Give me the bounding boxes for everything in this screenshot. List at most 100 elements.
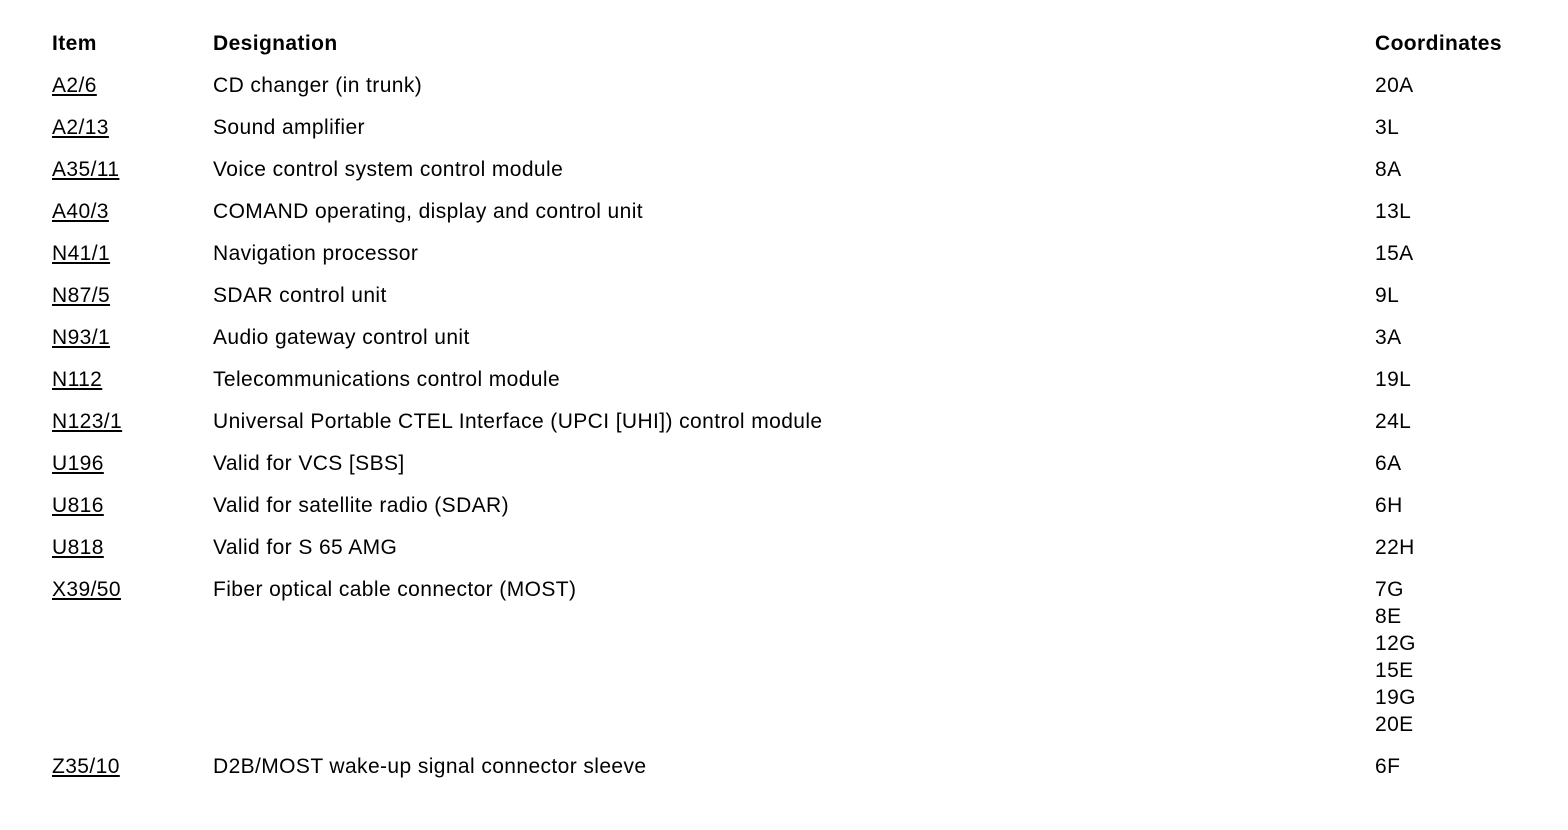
designation-cell: D2B/MOST wake-up signal connector sleeve [213,753,1375,795]
coordinate-value: 24L [1375,410,1412,433]
item-link[interactable]: N123/1 [52,410,123,433]
header-row: Item Designation Coordinates [52,30,1538,72]
coordinate-value: 19L [1375,368,1412,391]
designation-text: D2B/MOST wake-up signal connector sleeve [213,755,647,778]
coordinate-value: 22H [1375,536,1415,559]
column-header-designation: Designation [213,32,338,55]
coordinate-value: 13L [1375,200,1412,223]
item-link[interactable]: Z35/10 [52,755,120,778]
designation-cell: Navigation processor [213,240,1375,282]
item-cell: N112 [52,366,213,408]
item-link[interactable]: A2/6 [52,74,97,97]
designation-text: Telecommunications control module [213,368,561,391]
item-cell: A2/13 [52,114,213,156]
item-cell: U816 [52,492,213,534]
designation-cell: Fiber optical cable connector (MOST) [213,576,1375,753]
coordinate-value: 3L [1375,116,1400,139]
designation-text: Navigation processor [213,242,419,265]
designation-text: Valid for satellite radio (SDAR) [213,494,510,517]
designation-text: Fiber optical cable connector (MOST) [213,578,577,601]
designation-cell: Audio gateway control unit [213,324,1375,366]
designation-cell: Valid for VCS [SBS] [213,450,1375,492]
item-cell: N93/1 [52,324,213,366]
item-link[interactable]: U818 [52,536,104,559]
designation-cell: Valid for S 65 AMG [213,534,1375,576]
item-link[interactable]: U196 [52,452,104,475]
coordinates-cell: 8A [1375,156,1538,198]
table-row: A35/11 Voice control system control modu… [52,156,1538,198]
designation-cell: Universal Portable CTEL Interface (UPCI … [213,408,1375,450]
coordinate-value: 20E [1375,713,1414,736]
coordinates-cell: 3L [1375,114,1538,156]
table-row: U816 Valid for satellite radio (SDAR) 6H [52,492,1538,534]
designation-text: CD changer (in trunk) [213,74,423,97]
coordinates-cell: 6F [1375,753,1538,795]
table-row: N93/1 Audio gateway control unit 3A [52,324,1538,366]
designation-text: COMAND operating, display and control un… [213,200,644,223]
table-row: N123/1 Universal Portable CTEL Interface… [52,408,1538,450]
designation-cell: Valid for satellite radio (SDAR) [213,492,1375,534]
designation-cell: Voice control system control module [213,156,1375,198]
item-link[interactable]: A40/3 [52,200,109,223]
item-cell: N123/1 [52,408,213,450]
table-row: U818 Valid for S 65 AMG 22H [52,534,1538,576]
item-cell: U818 [52,534,213,576]
coordinate-value: 7G [1375,578,1404,601]
coordinates-cell: 24L [1375,408,1538,450]
coordinate-value: 15A [1375,242,1414,265]
item-link[interactable]: A35/11 [52,158,120,181]
coordinate-value: 6A [1375,452,1402,475]
designation-cell: CD changer (in trunk) [213,72,1375,114]
table-row: U196 Valid for VCS [SBS] 6A [52,450,1538,492]
item-link[interactable]: N87/5 [52,284,111,307]
coordinate-value: 19G [1375,686,1416,709]
item-cell: Z35/10 [52,753,213,795]
item-cell: A40/3 [52,198,213,240]
coordinates-cell: 9L [1375,282,1538,324]
item-cell: A35/11 [52,156,213,198]
designation-text: Sound amplifier [213,116,365,139]
item-link[interactable]: X39/50 [52,578,121,601]
table-row: N41/1 Navigation processor 15A [52,240,1538,282]
designation-cell: Telecommunications control module [213,366,1375,408]
item-link[interactable]: U816 [52,494,104,517]
designation-cell: SDAR control unit [213,282,1375,324]
coordinate-value: 8A [1375,158,1402,181]
item-cell: X39/50 [52,576,213,753]
table-row: A40/3 COMAND operating, display and cont… [52,198,1538,240]
designation-text: Valid for VCS [SBS] [213,452,405,475]
coordinate-value: 6F [1375,755,1401,778]
coordinates-cell: 19L [1375,366,1538,408]
coordinate-value: 6H [1375,494,1403,517]
coordinates-cell: 22H [1375,534,1538,576]
table-row: A2/13 Sound amplifier 3L [52,114,1538,156]
item-link[interactable]: N93/1 [52,326,111,349]
item-cell: N41/1 [52,240,213,282]
table-row: N112 Telecommunications control module 1… [52,366,1538,408]
coordinates-cell: 15A [1375,240,1538,282]
item-link[interactable]: N41/1 [52,242,111,265]
designation-text: Valid for S 65 AMG [213,536,398,559]
item-link[interactable]: N112 [52,368,103,391]
designation-text: Audio gateway control unit [213,326,470,349]
designation-text: Universal Portable CTEL Interface (UPCI … [213,410,823,433]
item-cell: N87/5 [52,282,213,324]
coordinate-value: 12G [1375,632,1416,655]
coordinate-value: 9L [1375,284,1400,307]
table-row: A2/6 CD changer (in trunk) 20A [52,72,1538,114]
coordinates-cell: 6A [1375,450,1538,492]
designation-text: SDAR control unit [213,284,387,307]
coordinates-cell: 20A [1375,72,1538,114]
coordinate-value: 3A [1375,326,1402,349]
table-row: Z35/10 D2B/MOST wake-up signal connector… [52,753,1538,795]
item-cell: A2/6 [52,72,213,114]
column-header-item: Item [52,32,97,55]
designation-cell: Sound amplifier [213,114,1375,156]
table-body: A2/6 CD changer (in trunk) 20A A2/13 Sou… [52,72,1538,795]
coordinate-value: 15E [1375,659,1414,682]
coordinate-value: 20A [1375,74,1414,97]
designation-cell: COMAND operating, display and control un… [213,198,1375,240]
item-link[interactable]: A2/13 [52,116,109,139]
